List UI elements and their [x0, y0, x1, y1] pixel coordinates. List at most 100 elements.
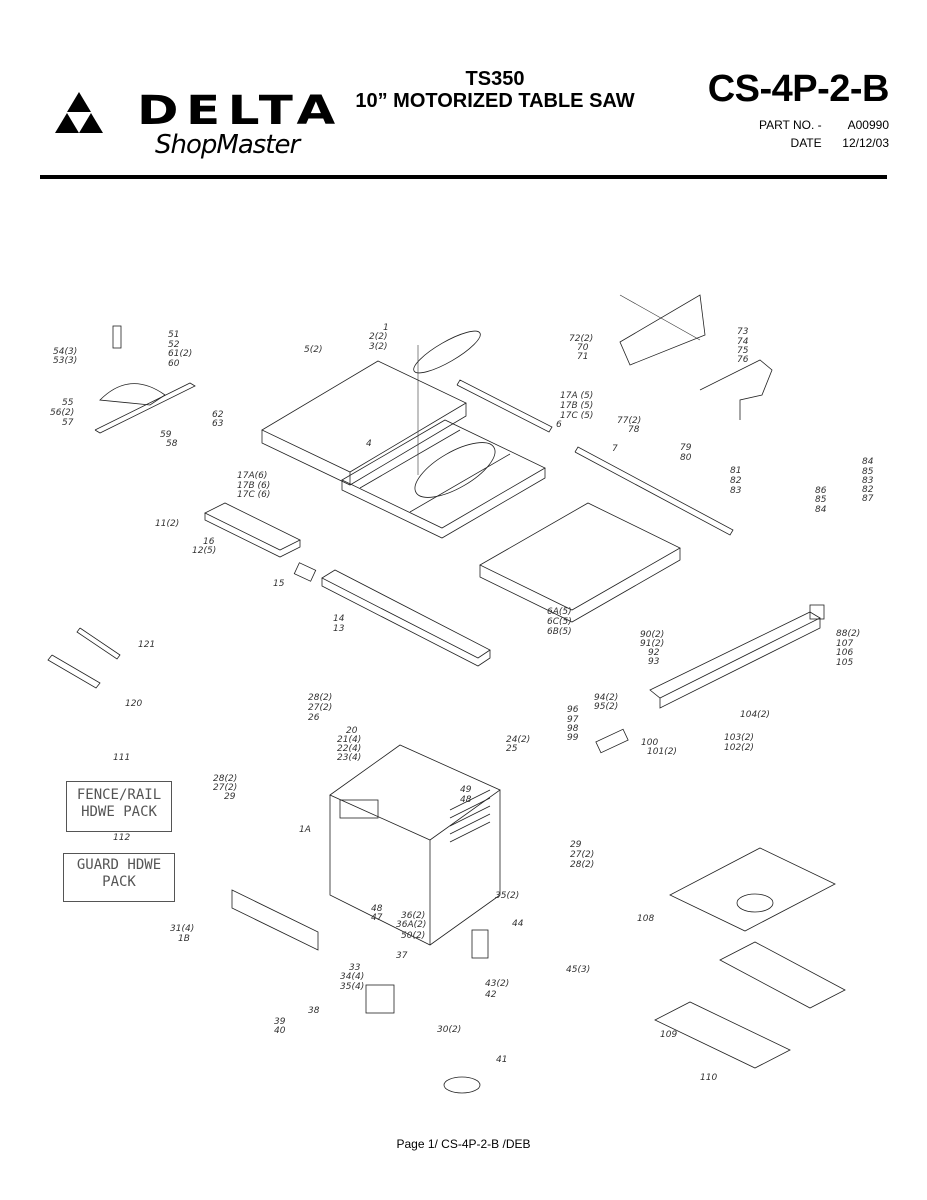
part-callout-52: 52: [168, 340, 180, 350]
part-callout-110: 110: [700, 1073, 718, 1083]
part-callout-21: 21(4): [337, 735, 362, 745]
part-callout-40: 40: [274, 1026, 286, 1036]
part-callout-88: 88(2): [836, 629, 861, 639]
part-callout-29b: 29: [570, 840, 582, 850]
part-callout-37: 37: [396, 951, 408, 961]
part-callout-51: 51: [168, 330, 180, 340]
cabinet: [329, 744, 501, 946]
part-callout-1b: 1B: [178, 934, 190, 944]
header-divider: [40, 175, 887, 179]
part-callout-39: 39: [274, 1017, 286, 1027]
miter-gauge: [94, 325, 196, 434]
part-callout-101: 101(2): [647, 747, 677, 757]
part-callout-7: 7: [612, 444, 618, 454]
part-callout-31: 31(4): [170, 924, 195, 934]
part-callout-27c: 27(2): [570, 850, 595, 860]
part-callout-28b: 28(2): [213, 774, 238, 784]
part-callout-6b: 6B(5): [547, 627, 572, 637]
part-callout-30: 30(2): [437, 1025, 462, 1035]
dust-bag-plates: [654, 847, 846, 1069]
part-callout-29a: 29: [224, 792, 236, 802]
part-callout-71: 71: [577, 352, 589, 362]
product-name: 10” MOTORIZED TABLE SAW: [355, 90, 635, 112]
throat-plate: [413, 330, 481, 475]
part-callout-22: 22(4): [337, 744, 362, 754]
logo-triangle-icon: [55, 113, 79, 133]
part-callout-95: 95(2): [594, 702, 619, 712]
part-callout-27b: 27(2): [213, 783, 238, 793]
part-callout-42: 42: [485, 990, 497, 1000]
part-callout-79: 79: [680, 443, 692, 453]
part-callout-70: 70: [577, 343, 589, 353]
part-callout-59: 59: [160, 430, 172, 440]
part-callout-35a: 35(2): [495, 891, 520, 901]
part-callout-54: 54(3): [53, 347, 78, 357]
part-callout-105: 105: [836, 658, 854, 668]
part-callout-17c5: 17C (5): [560, 411, 594, 421]
part-callout-17b5: 17B (5): [560, 401, 594, 411]
part-callout-84b: 84: [815, 505, 827, 515]
part-callout-82a: 82: [730, 476, 742, 486]
part-callout-62: 62: [212, 410, 224, 420]
part-callout-97: 97: [567, 715, 579, 725]
part-callout-48b: 48: [371, 904, 383, 914]
part-callout-74: 74: [737, 337, 749, 347]
part-callout-5: 5(2): [304, 345, 323, 355]
part-callout-87: 87: [862, 494, 874, 504]
part-callout-16: 16: [203, 537, 215, 547]
part-callout-25: 25: [506, 744, 518, 754]
hardware-pack-label: FENCE/RAIL: [76, 787, 162, 803]
part-callout-57: 57: [62, 418, 74, 428]
part-callout-96: 96: [567, 705, 579, 715]
part-callout-2: 2(2): [369, 332, 388, 342]
part-callout-47: 47: [371, 913, 383, 923]
part-callout-103: 103(2): [724, 733, 754, 743]
part-callout-44: 44: [512, 919, 524, 929]
part-callout-84a: 84: [862, 457, 874, 467]
right-extension-wing: [479, 502, 681, 623]
fence-rail-hardware-pack: FENCE/RAIL HDWE PACK: [66, 781, 172, 832]
part-callout-6c: 6C(5): [547, 617, 572, 627]
part-callout-73: 73: [737, 327, 749, 337]
part-callout-72: 72(2): [569, 334, 594, 344]
blade-guard: [619, 294, 773, 420]
part-callout-104: 104(2): [740, 710, 770, 720]
part-callout-83b: 83: [862, 476, 874, 486]
page-footer: Page 1/ CS-4P-2-B /DEB: [396, 1137, 531, 1151]
part-callout-41: 41: [496, 1055, 508, 1065]
part-callout-80: 80: [680, 453, 692, 463]
part-callout-76: 76: [737, 355, 749, 365]
front-rails: [204, 502, 491, 667]
part-callout-91: 91(2): [640, 639, 665, 649]
part-callout-111: 111: [113, 753, 131, 763]
part-callout-56: 56(2): [50, 408, 75, 418]
part-callout-98: 98: [567, 724, 579, 734]
delta-shopmaster-logo: DELTA ShopMaster: [55, 88, 335, 162]
part-callout-55: 55: [62, 398, 74, 408]
part-callout-6: 6: [556, 420, 562, 430]
part-callout-36: 36(2): [401, 911, 426, 921]
part-callout-49: 49: [460, 785, 472, 795]
guard-hardware-pack: GUARD HDWE PACK: [63, 853, 175, 902]
part-callout-107: 107: [836, 639, 854, 649]
part-callout-83a: 83: [730, 486, 742, 496]
part-callout-61: 61(2): [168, 349, 193, 359]
part-callout-100: 100: [641, 738, 659, 748]
part-callout-94: 94(2): [594, 693, 619, 703]
part-callout-26: 26: [308, 713, 320, 723]
part-callout-86: 86: [815, 486, 827, 496]
part-callout-108: 108: [637, 914, 655, 924]
part-callout-48a: 48: [460, 795, 472, 805]
part-callout-38: 38: [308, 1006, 320, 1016]
part-callout-20: 20: [346, 726, 358, 736]
part-callout-81: 81: [730, 466, 742, 476]
part-callout-92: 92: [648, 648, 660, 658]
part-callout-3: 3(2): [369, 342, 388, 352]
part-callout-109: 109: [660, 1030, 678, 1040]
date-value: 12/12/03: [842, 136, 889, 150]
document-title: TS350 10” MOTORIZED TABLE SAW: [330, 68, 660, 112]
part-callout-120: 120: [125, 699, 143, 709]
rear-rail: [456, 379, 734, 536]
part-callout-35b: 35(4): [340, 982, 365, 992]
part-callout-28a: 28(2): [308, 693, 333, 703]
